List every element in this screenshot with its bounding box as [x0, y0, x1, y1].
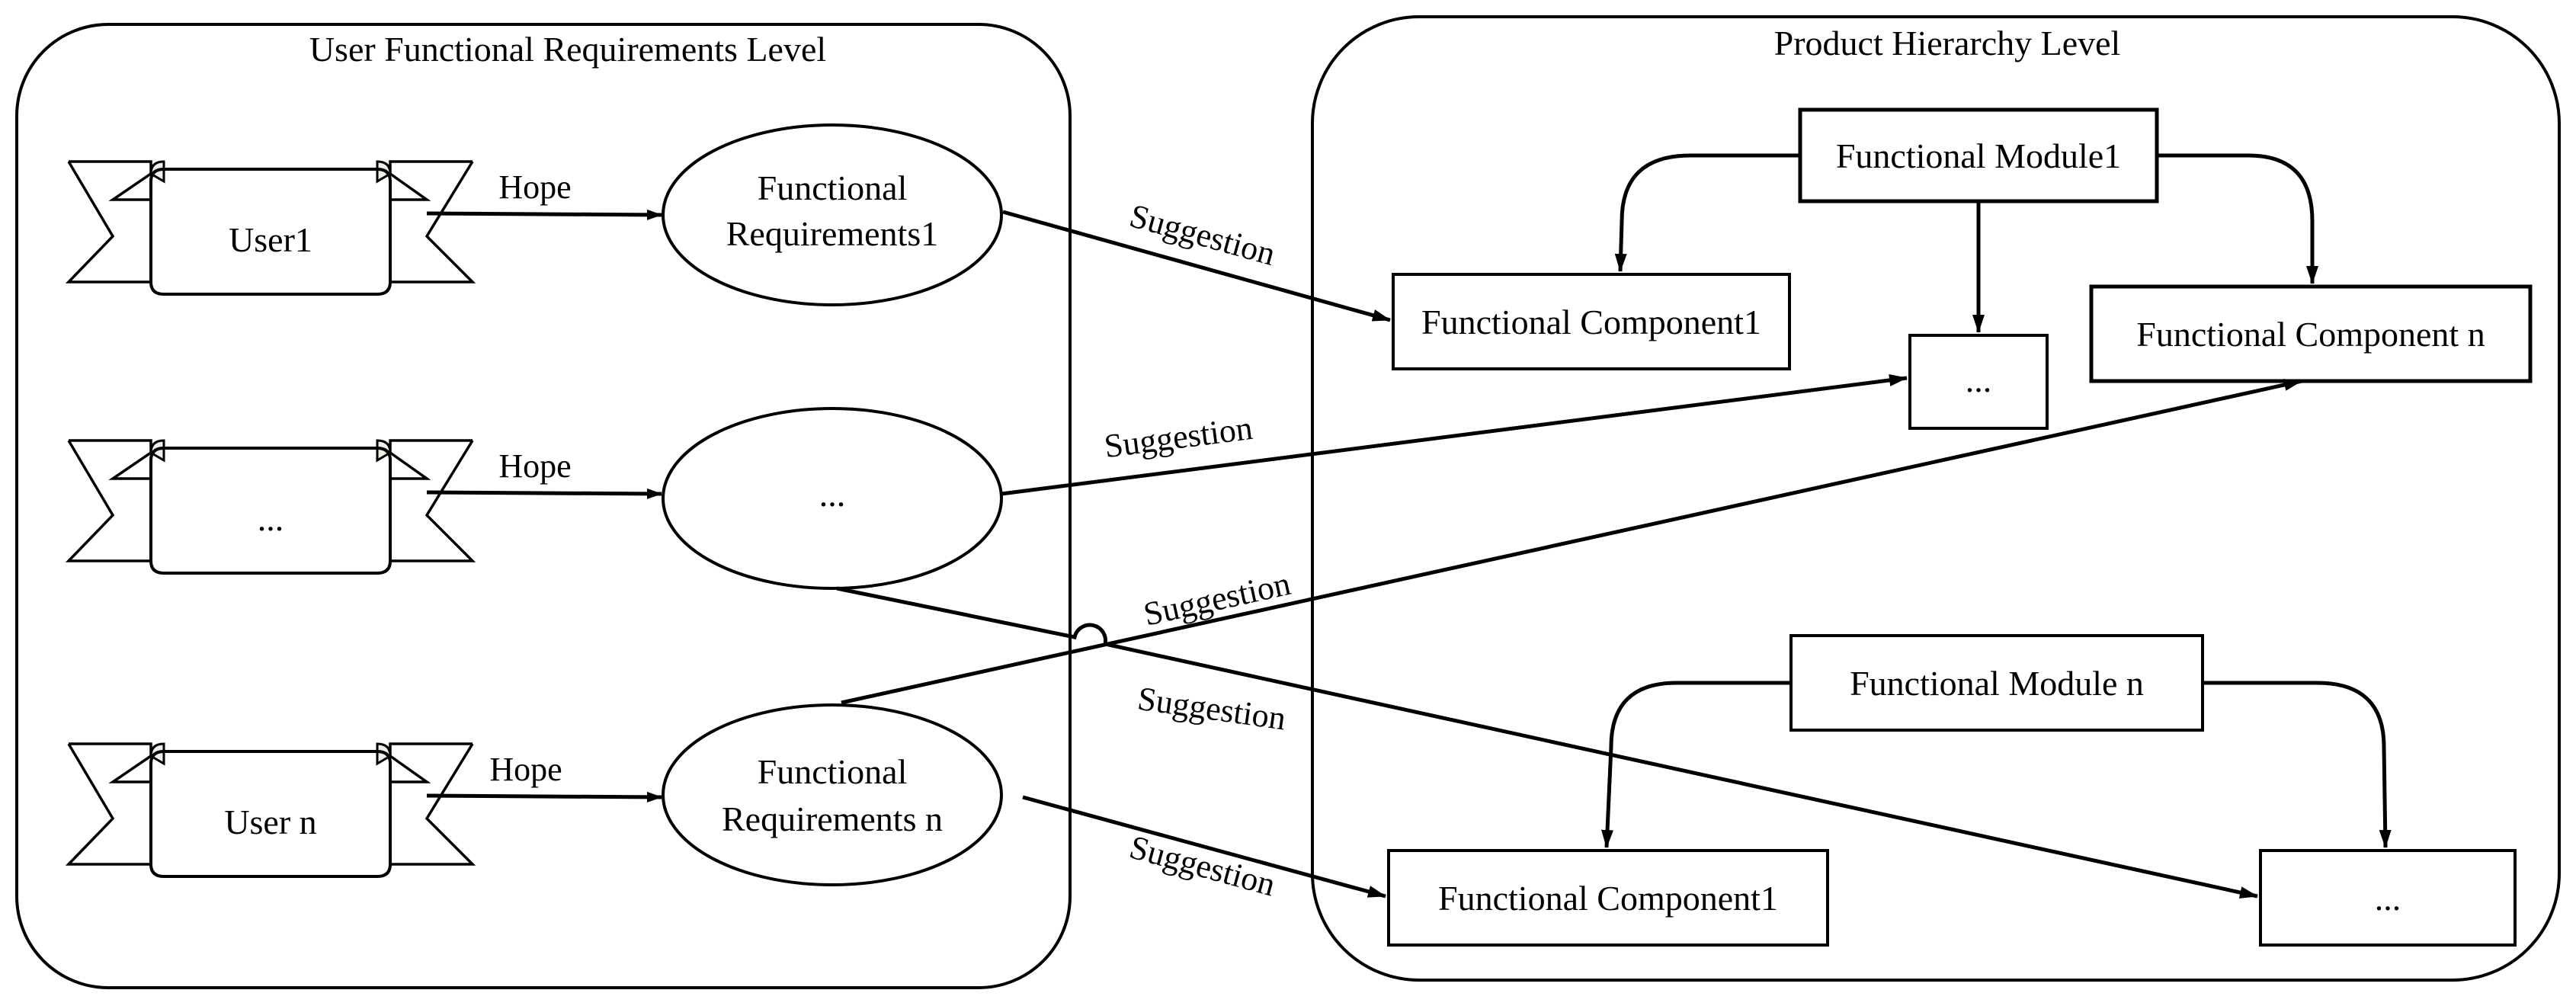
module1-to-component1-arrow	[1614, 153, 1800, 272]
user-banner-2: ...	[65, 439, 476, 575]
hope-arrow-1	[426, 209, 662, 220]
module1-to-component-n-arrow	[2157, 153, 2318, 284]
mn-ellipsis-label: ...	[2375, 879, 2401, 918]
hope-label-2: Hope	[498, 447, 571, 485]
product-level-title: Product Hierarchy Level	[1774, 24, 2121, 62]
user-banner-3: User n	[65, 742, 476, 878]
hope-label-1: Hope	[498, 168, 571, 206]
user-banner-body-1	[149, 168, 392, 296]
requirement-3-line1: Functional	[758, 752, 908, 791]
hope-arrow-3	[426, 791, 662, 803]
requirement-2-line1: ...	[819, 475, 846, 514]
user-level-panel	[15, 23, 1072, 989]
user-label-1: User1	[229, 220, 312, 259]
user-label-2: ...	[258, 499, 284, 538]
suggestion-arrow-1	[1002, 210, 1391, 322]
m1-component-n-label: Functional Component n	[2136, 315, 2485, 354]
suggestion-arrow-3	[841, 379, 2302, 705]
requirement-1-line1: Functional	[758, 168, 908, 207]
user-banner-1: User1	[65, 160, 476, 296]
modulen-to-component1-arrow	[1601, 681, 1791, 848]
suggestion-label-1: Suggestion	[1126, 197, 1280, 273]
suggestion-arrow-5	[1022, 795, 1386, 899]
modulen-to-ellipsis-arrow	[2203, 681, 2392, 848]
functional-module-1-label: Functional Module1	[1836, 136, 2121, 175]
m1-component-1	[1392, 273, 1791, 370]
m1-component-n	[2089, 284, 2533, 383]
requirement-ellipse-3	[662, 703, 1003, 886]
suggestion-label-4: Suggestion	[1136, 680, 1288, 738]
hope-label-3: Hope	[489, 751, 562, 788]
mn-ellipsis-box	[2259, 849, 2517, 947]
hope-arrow-2	[426, 488, 662, 499]
suggestion-label-5: Suggestion	[1126, 828, 1280, 904]
mn-component-1-label: Functional Component1	[1438, 879, 1778, 918]
m1-ellipsis-label: ...	[1966, 360, 1992, 399]
user-level-title: User Functional Requirements Level	[309, 30, 826, 69]
requirement-1-line2: Requirements1	[726, 214, 939, 253]
requirement-ellipse-2	[662, 407, 1003, 590]
suggestion-label-3: Suggestion	[1140, 565, 1294, 633]
product-level-panel	[1311, 15, 2561, 982]
m1-ellipsis-box	[1908, 334, 2049, 430]
requirement-ellipse-1	[662, 123, 1003, 306]
user-banner-body-3	[149, 750, 392, 878]
mn-component-1	[1387, 849, 1829, 947]
suggestion-arrow-2	[1001, 373, 1908, 496]
m1-component-1-label: Functional Component1	[1421, 303, 1761, 341]
requirement-3-line2: Requirements n	[722, 799, 943, 838]
suggestion-arrow-4	[836, 586, 2258, 899]
user-banner-body-2	[149, 447, 392, 575]
functional-module-n-label: Functional Module n	[1850, 664, 2144, 703]
user-label-3: User n	[224, 803, 316, 841]
suggestion-label-2: Suggestion	[1102, 409, 1254, 465]
